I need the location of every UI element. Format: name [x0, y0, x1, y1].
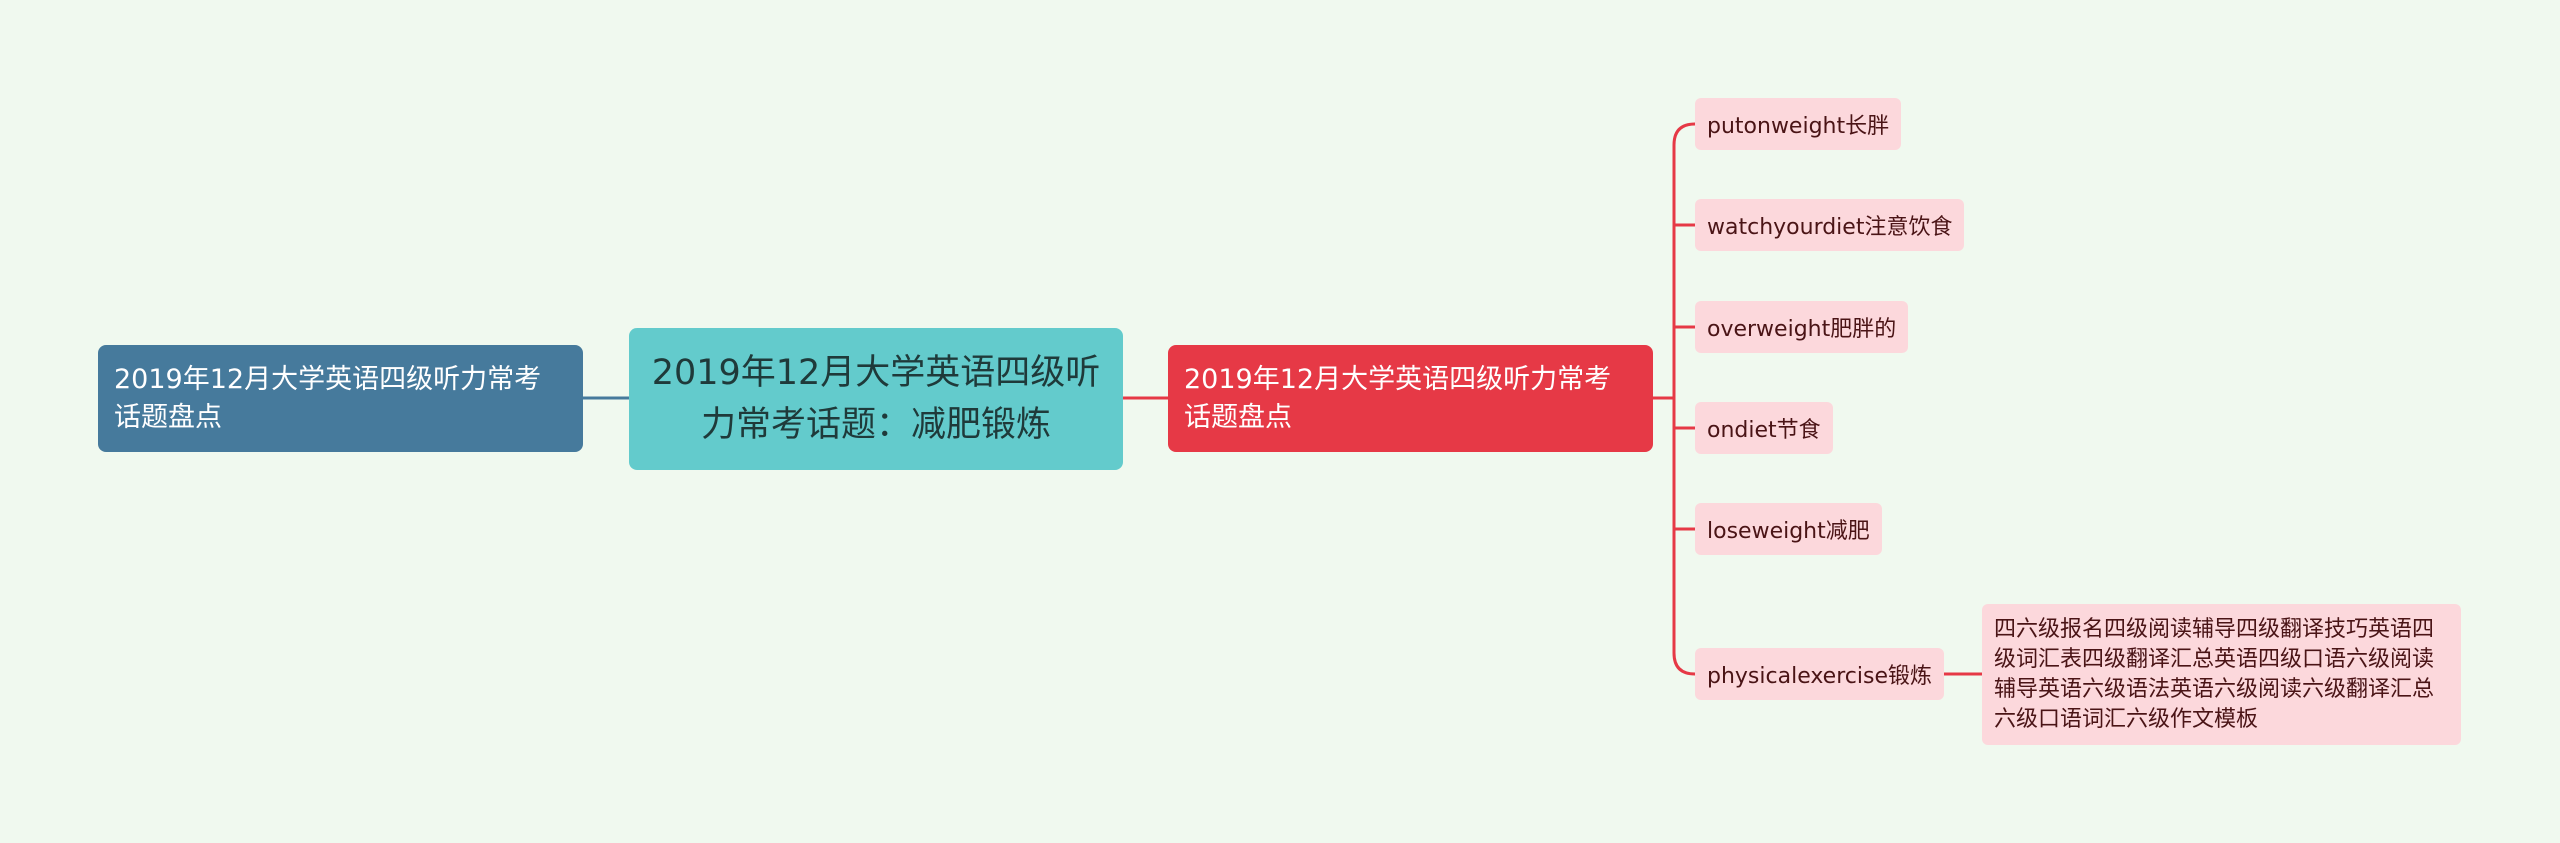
detail-text: 四六级报名四级阅读辅导四级翻译技巧英语四级词汇表四级翻译汇总英语四级口语六级阅读… — [1994, 616, 2435, 732]
leaf-node[interactable]: watchyourdiet注意饮食 — [1695, 199, 1965, 251]
leaf-text: physicalexercise锻炼 — [1707, 664, 1932, 689]
right-topic-node[interactable]: 2019年12月大学英语四级听力常考话题盘点 — [1168, 345, 1653, 452]
leaf-text: putonweight长胖 — [1707, 114, 1890, 139]
leaf-node[interactable]: putonweight长胖 — [1695, 98, 1902, 150]
leaf-text: watchyourdiet注意饮食 — [1707, 215, 1953, 240]
central-topic-text: 2019年12月大学英语四级听力常考话题：减肥锻炼 — [651, 353, 1101, 445]
central-topic-node[interactable]: 2019年12月大学英语四级听力常考话题：减肥锻炼 — [629, 328, 1123, 470]
leaf-node[interactable]: ondiet节食 — [1695, 402, 1833, 454]
detail-node[interactable]: 四六级报名四级阅读辅导四级翻译技巧英语四级词汇表四级翻译汇总英语四级口语六级阅读… — [1982, 604, 2461, 745]
right-topic-text: 2019年12月大学英语四级听力常考话题盘点 — [1184, 363, 1612, 433]
leaf-text: loseweight减肥 — [1707, 519, 1870, 544]
left-topic-node[interactable]: 2019年12月大学英语四级听力常考话题盘点 — [98, 345, 583, 452]
left-topic-text: 2019年12月大学英语四级听力常考话题盘点 — [114, 363, 542, 433]
leaf-text: ondiet节食 — [1707, 418, 1821, 443]
leaf-node[interactable]: physicalexercise锻炼 — [1695, 648, 1944, 700]
leaf-text: overweight肥胖的 — [1707, 317, 1897, 342]
leaf-node[interactable]: overweight肥胖的 — [1695, 301, 1909, 353]
leaf-node[interactable]: loseweight减肥 — [1695, 503, 1882, 555]
